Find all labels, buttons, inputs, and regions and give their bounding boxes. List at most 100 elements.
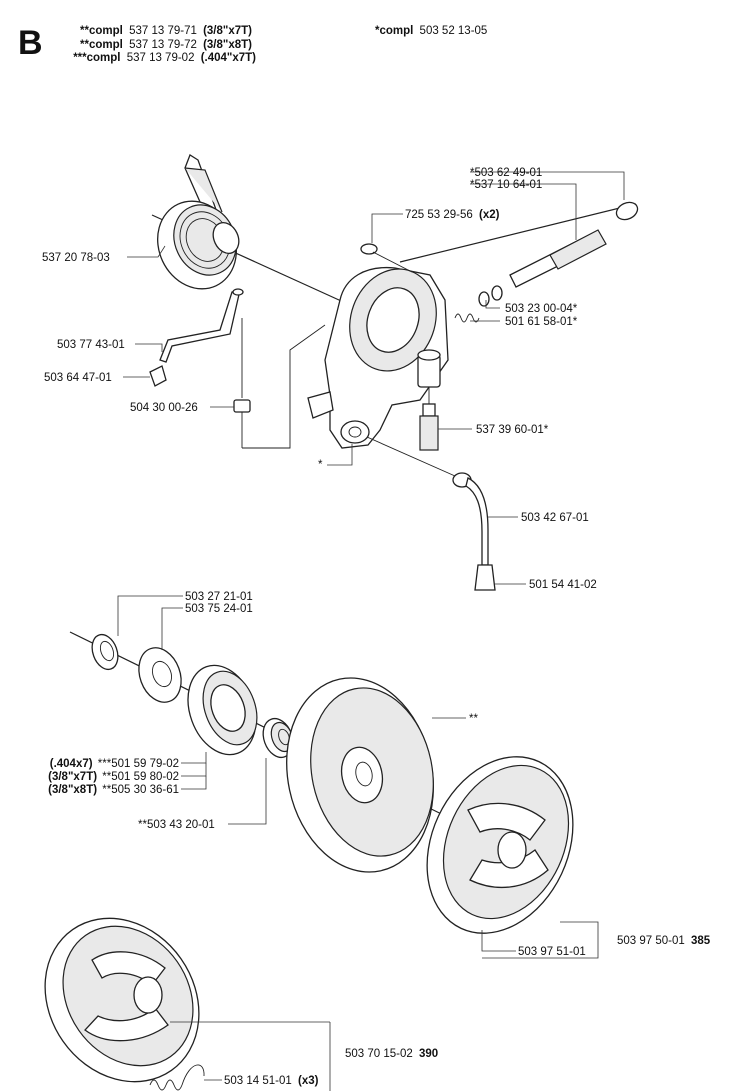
screw-part <box>360 243 413 273</box>
leader-503-97-50-01 <box>482 921 599 959</box>
label-503-70-15-02: 503 70 15-02 390 <box>345 1048 438 1060</box>
pin-body <box>159 289 241 363</box>
leader-503-62-49-01 <box>470 171 625 200</box>
label-537-39-60-01: 537 39 60-01* <box>476 424 549 436</box>
label-503-97-50-01: 503 97 50-01 385 <box>617 935 711 947</box>
label-star: * <box>318 459 323 471</box>
kit-row-2: **compl 537 13 79-72 (3/8"x8T) <box>80 39 252 51</box>
label-503-23-00-04: 503 23 00-04* <box>505 303 578 315</box>
leader-537-10-64-01 <box>470 183 577 240</box>
label-501-59-79-02: (.404x7) ***501 59 79-02 <box>50 758 179 770</box>
leader-503-23-00-04 <box>485 300 500 309</box>
clutch-spring-coil <box>149 1079 183 1091</box>
label-503-97-50-01-model: 385 <box>691 935 711 947</box>
label-505-30-36-61-number: **505 30 36-61 <box>102 784 179 796</box>
label-503-70-15-02-model: 390 <box>419 1048 438 1060</box>
label-spec-38x8t: (3/8"x8T) <box>48 784 97 796</box>
adjuster-axis <box>399 203 637 263</box>
label-503-43-20-01: **503 43 20-01 <box>138 819 215 831</box>
worm-gear-hub <box>212 221 240 255</box>
clutch-385-hub <box>497 831 527 869</box>
pump-housing-part <box>307 266 449 449</box>
label-505-30-36-61: (3/8"x8T) **505 30 36-61 <box>48 784 179 796</box>
clutch-drum-part <box>286 677 434 873</box>
header-kit-list: **compl 537 13 79-71 (3/8"x7T) **compl 5… <box>73 25 487 64</box>
label-503-62-49-01: *503 62 49-01 <box>470 167 542 179</box>
label-503-14-51-01: 503 14 51-01 (x3) <box>224 1075 319 1087</box>
washer-hole <box>151 660 173 688</box>
label-503-14-51-01-qty: (x3) <box>298 1075 319 1087</box>
worm-gear-tab-edge <box>184 167 223 213</box>
leader-501-59-79-02 <box>181 752 207 764</box>
leader-501-59-80-02 <box>181 763 207 777</box>
label-503-97-51-01: 503 97 51-01 <box>518 946 586 958</box>
bearing-hole <box>278 728 290 746</box>
kit-pump-number: 503 52 13-05 <box>420 25 488 37</box>
kit-pump-prefix: *compl <box>375 25 413 37</box>
leader-503-75-24-01 <box>161 607 183 650</box>
label-503-14-51-01-number: 503 14 51-01 <box>224 1075 292 1087</box>
kit-row-3-prefix: ***compl <box>73 52 120 64</box>
oil-hose-tube <box>465 477 489 566</box>
kit-row-1-number: 537 13 79-71 <box>129 25 197 37</box>
plunger-knurl <box>549 229 607 270</box>
label-537-10-64-01: *537 10 64-01 <box>470 179 542 191</box>
label-725-53-29-56: 725 53 29-56 (x2) <box>405 209 500 221</box>
worm-gear-part <box>157 154 240 290</box>
pin-part <box>159 288 244 363</box>
label-537-20-78-03: 537 20 78-03 <box>42 252 110 264</box>
oil-hose-lead <box>366 436 456 477</box>
leader-503-27-21-01 <box>117 595 183 636</box>
part-labels: *503 62 49-01 *537 10 64-01 725 53 29-56… <box>42 167 711 1087</box>
hose-screw-part <box>233 318 251 448</box>
pin-tip <box>232 288 244 296</box>
label-501-59-80-02: (3/8"x7T) **501 59 80-02 <box>48 771 179 783</box>
leader-lines <box>117 171 625 1091</box>
label-503-64-47-01: 503 64 47-01 <box>44 372 112 384</box>
kit-row-3-number: 537 13 79-02 <box>127 52 195 64</box>
leader-star <box>327 444 353 466</box>
clutch-spring-hook <box>181 1064 205 1086</box>
clutch-390-part <box>44 917 200 1083</box>
section-letter: B <box>18 24 43 62</box>
pump-housing-bore-inner <box>366 287 420 353</box>
adjuster-head <box>422 403 436 417</box>
hose-frame-line <box>242 324 326 449</box>
kit-row-1-prefix: **compl <box>80 25 123 37</box>
label-725-53-29-56-number: 725 53 29-56 <box>405 209 473 221</box>
leader-503-77-43-01 <box>135 343 163 352</box>
screw-head <box>360 243 378 255</box>
leader-537-20-78-03 <box>127 245 166 258</box>
clutch-385-shoe-2 <box>469 849 549 889</box>
hose-screw-head <box>233 399 251 413</box>
clip-part <box>149 365 167 387</box>
kit-row-2-number: 537 13 79-72 <box>129 39 197 51</box>
kit-row-3-spec: (.404"x7T) <box>201 52 256 64</box>
leader-503-70-15-02 <box>170 1021 331 1091</box>
label-star-star: ** <box>469 713 478 725</box>
label-503-77-43-01: 503 77 43-01 <box>57 339 125 351</box>
clutch-drawing <box>44 631 574 1091</box>
washer-part <box>138 647 182 703</box>
label-503-42-67-01: 503 42 67-01 <box>521 512 589 524</box>
adjuster-body <box>419 415 439 451</box>
leader-503-97-51-01 <box>481 930 516 952</box>
leader-725-53-29-56 <box>371 213 403 243</box>
lock-ring-part <box>91 633 119 671</box>
rim-sprocket-spline <box>210 684 246 732</box>
label-503-97-50-01-number: 503 97 50-01 <box>617 935 685 947</box>
pump-outlet-hole <box>348 426 362 438</box>
pump-adjuster-top <box>417 349 441 361</box>
kit-row-2-spec: (3/8"x8T) <box>203 39 252 51</box>
clutch-drum-hole <box>355 761 373 787</box>
clutch-385-shoe-1 <box>467 802 546 841</box>
pump-lug <box>307 391 334 419</box>
spring-washer-part <box>454 285 503 323</box>
clutch-drum-hub <box>340 746 384 804</box>
leader-505-30-36-61 <box>181 776 207 790</box>
kit-row-3: ***compl 537 13 79-02 (.404"x7T) <box>73 52 256 64</box>
clutch-390-face <box>62 925 194 1067</box>
rim-sprocket-part <box>187 664 258 756</box>
clutch-390-hub <box>133 976 163 1014</box>
